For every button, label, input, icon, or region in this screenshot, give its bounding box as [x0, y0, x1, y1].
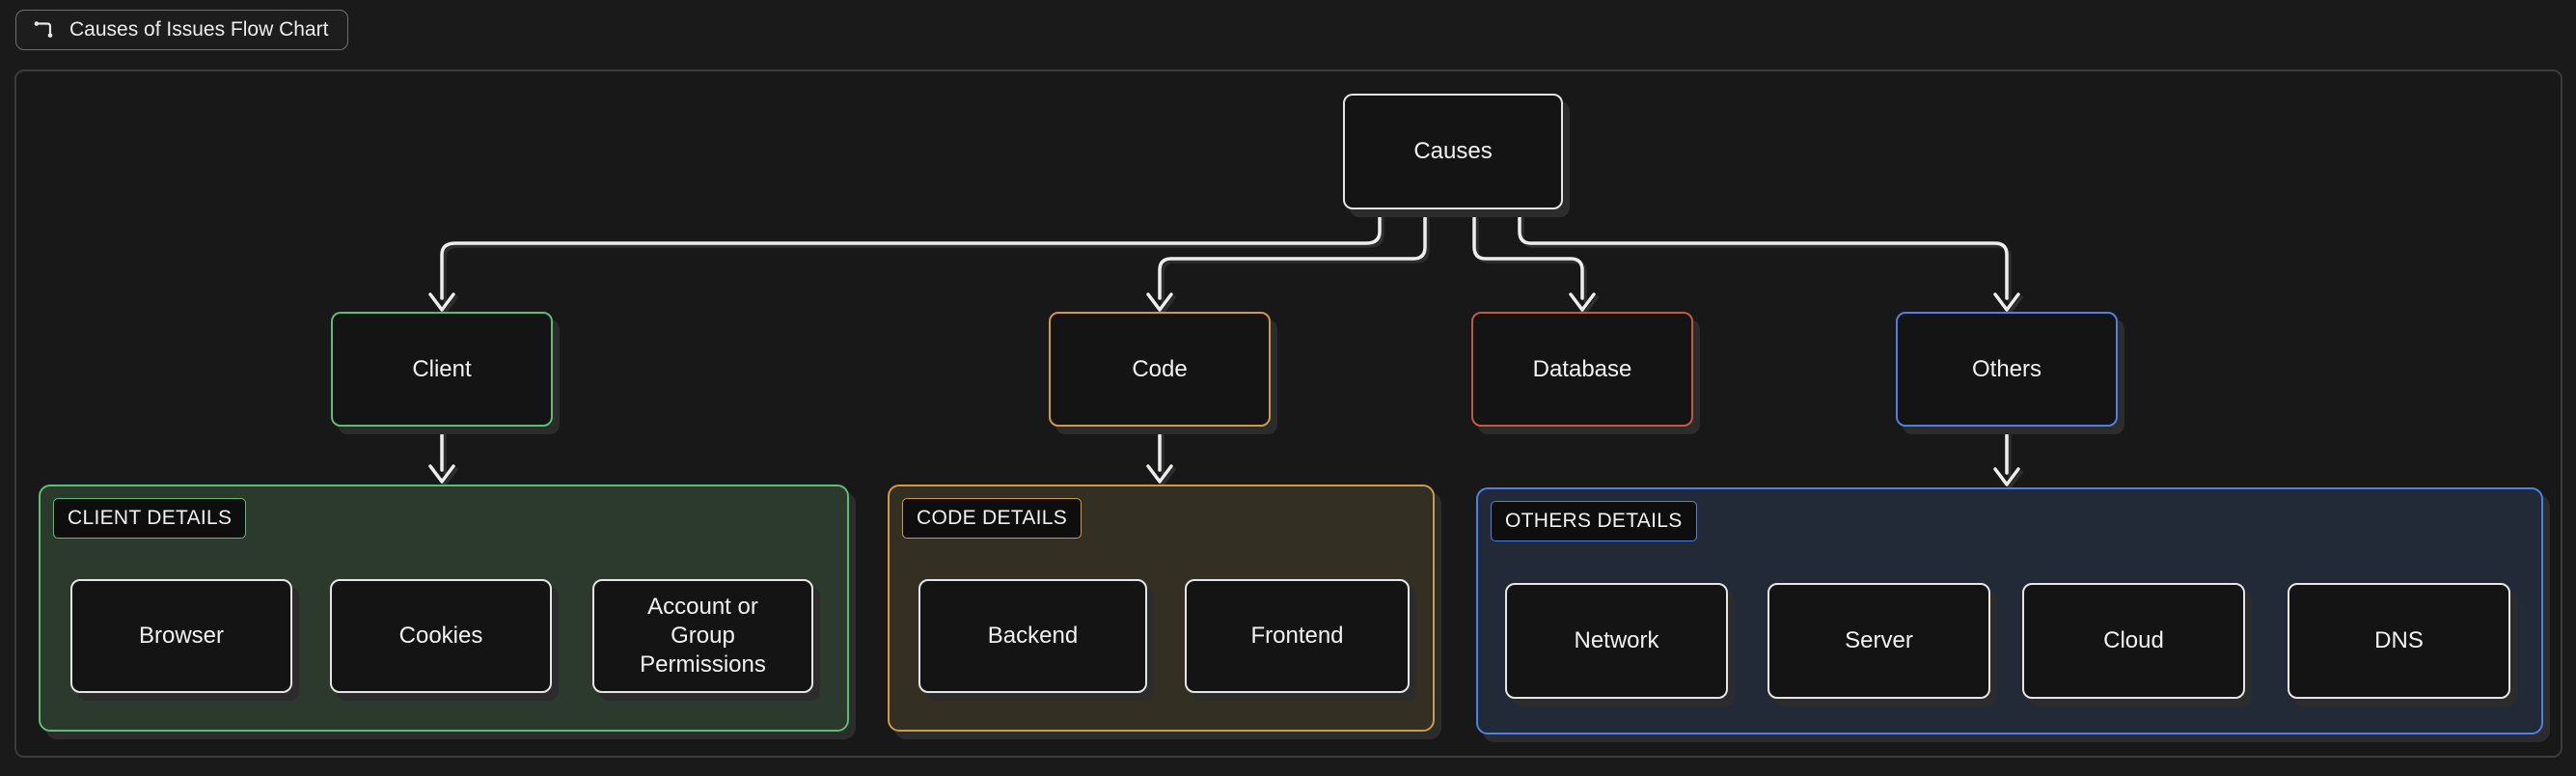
- node-dns[interactable]: DNS: [2288, 583, 2510, 699]
- node-causes[interactable]: Causes: [1343, 94, 1563, 209]
- chart-title-button[interactable]: Causes of Issues Flow Chart: [15, 10, 349, 50]
- node-browser-label: Browser: [138, 623, 225, 649]
- node-dns-label: DNS: [2374, 627, 2424, 653]
- flowchart-connector-icon: [34, 21, 53, 38]
- node-cookies[interactable]: Cookies: [330, 579, 552, 693]
- node-causes-label: Causes: [1413, 138, 1493, 164]
- node-server-label: Server: [1845, 627, 1913, 653]
- node-cloud-label: Cloud: [2103, 627, 2164, 653]
- node-client[interactable]: Client: [331, 312, 553, 427]
- node-browser[interactable]: Browser: [70, 579, 292, 693]
- node-frontend[interactable]: Frontend: [1185, 579, 1410, 693]
- node-account-group-permissions[interactable]: Account or Group Permissions: [592, 579, 813, 693]
- node-cloud[interactable]: Cloud: [2022, 583, 2245, 699]
- chart-title-label: Causes of Issues Flow Chart: [69, 18, 329, 41]
- node-database[interactable]: Database: [1471, 312, 1693, 427]
- node-backend[interactable]: Backend: [918, 579, 1147, 693]
- node-client-label: Client: [412, 355, 472, 382]
- node-network[interactable]: Network: [1505, 583, 1728, 699]
- subgraph-code-details-title: CODE DETAILS: [902, 498, 1082, 539]
- node-code-label: Code: [1132, 355, 1188, 382]
- subgraph-client-details-title: CLIENT DETAILS: [53, 498, 247, 539]
- node-frontend-label: Frontend: [1250, 623, 1344, 649]
- node-others[interactable]: Others: [1896, 312, 2118, 427]
- node-server[interactable]: Server: [1768, 583, 1990, 699]
- node-account-group-permissions-label: Account or Group Permissions: [640, 594, 766, 678]
- node-cookies-label: Cookies: [398, 623, 483, 649]
- node-network-label: Network: [1574, 627, 1659, 653]
- subgraph-others-details-title: OTHERS DETAILS: [1491, 501, 1697, 541]
- node-code[interactable]: Code: [1049, 312, 1271, 427]
- node-others-label: Others: [1971, 355, 2042, 382]
- node-database-label: Database: [1532, 355, 1632, 382]
- node-backend-label: Backend: [987, 623, 1079, 649]
